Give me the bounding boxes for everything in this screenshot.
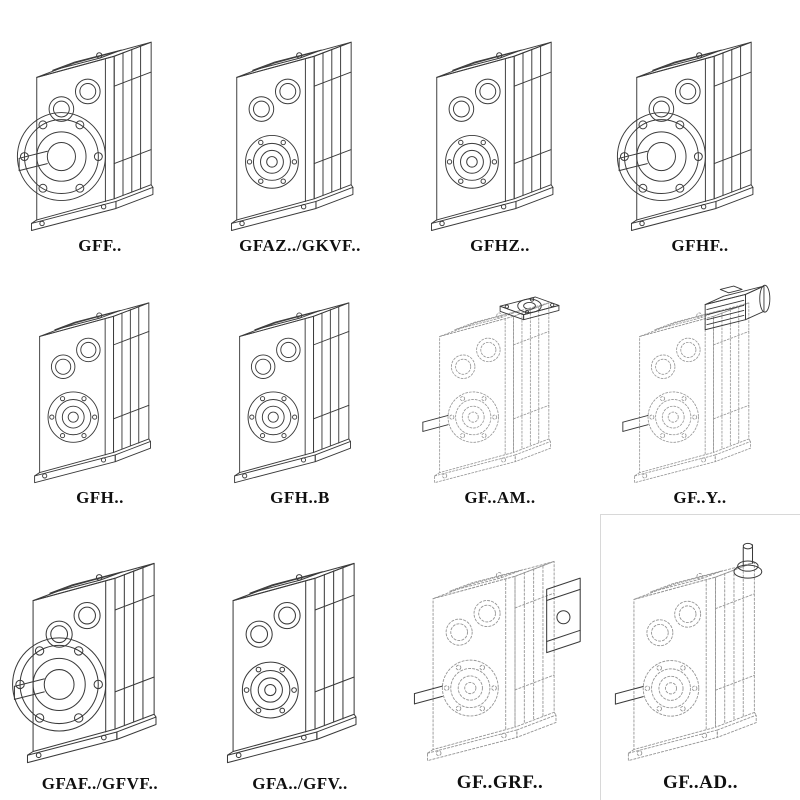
catalog-cell-gfh-b: GFH..B (200, 262, 400, 514)
gearbox-flange-drawing (607, 14, 793, 234)
gearbox-ghost-side-adapter-drawing (413, 526, 581, 770)
model-label: GFH.. (76, 488, 124, 508)
gearbox-ghost-motor-drawing (622, 285, 771, 486)
model-label: GFA../GFV.. (252, 774, 348, 794)
gearbox-hollow-drawing (207, 528, 393, 772)
model-label: GF..Y.. (673, 488, 727, 508)
model-label: GFHZ.. (470, 236, 530, 256)
gearbox-hollow-drawing (207, 14, 393, 234)
model-label: GFF.. (78, 236, 122, 256)
gearbox-hollow-drawing (407, 14, 593, 234)
catalog-cell-gf-am: GF..AM.. (400, 262, 600, 514)
model-label: GF..AD.. (662, 772, 739, 794)
catalog-cell-gf-ad: GF..AD.. (600, 514, 800, 800)
model-label: GFAF../GFVF.. (41, 774, 159, 794)
gearbox-ghost-adapter-flange-drawing (422, 296, 560, 486)
model-label: GFH..B (270, 488, 330, 508)
catalog-cell-gfa-gfv: GFA../GFV.. (200, 514, 400, 800)
catalog-cell-gfaf-gfvf: GFAF../GFVF.. (0, 514, 200, 800)
model-label: GFAZ../GKVF.. (239, 236, 361, 256)
catalog-cell-gfh: GFH.. (0, 262, 200, 514)
model-label: GF..GRF.. (456, 772, 544, 794)
gearbox-ghost-top-input-drawing (614, 542, 763, 770)
catalog-cell-gfhf: GFHF.. (600, 0, 800, 262)
catalog-cell-gf-grf: GF..GRF.. (400, 514, 600, 800)
gearbox-flange-drawing (7, 528, 193, 772)
model-label: GFHF.. (671, 236, 729, 256)
gearbox-flange-drawing (7, 14, 193, 234)
catalog-cell-gf-y: GF..Y.. (600, 262, 800, 514)
gearbox-foot-drawing (7, 276, 193, 486)
catalog-cell-gfaz-gkvf: GFAZ../GKVF.. (200, 0, 400, 262)
catalog-cell-gff: GFF.. (0, 0, 200, 262)
catalog-cell-gfhz: GFHZ.. (400, 0, 600, 262)
gearbox-foot-base-drawing (207, 276, 393, 486)
model-label: GF..AM.. (464, 488, 536, 508)
